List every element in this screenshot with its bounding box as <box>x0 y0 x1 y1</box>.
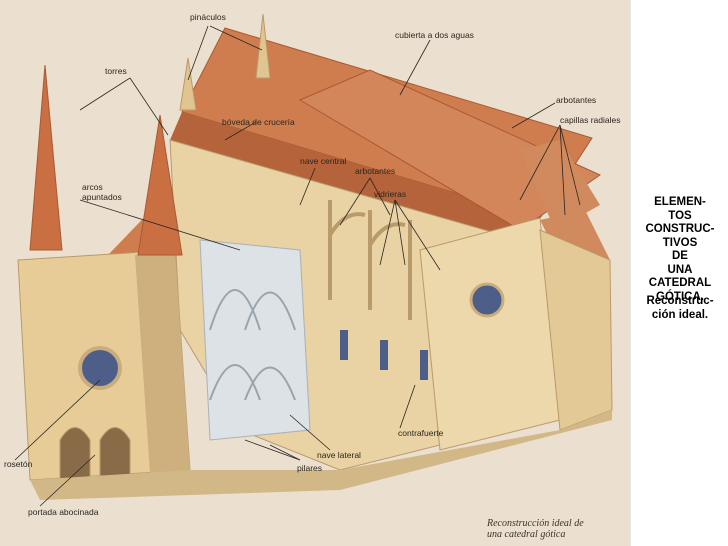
nave-window-3 <box>420 350 428 380</box>
nave-window-2 <box>380 340 388 370</box>
nave-window-1 <box>340 330 348 360</box>
label-portada: portada abocinada <box>28 507 99 517</box>
pinnacle-2 <box>179 57 197 111</box>
label-arbotantes-center: arbotantes <box>355 166 396 176</box>
label-pinaculos: pináculos <box>190 12 226 22</box>
label-arbotantes-right: arbotantes <box>556 95 597 105</box>
label-nave-lateral: nave lateral <box>317 450 361 460</box>
side-panel: ELEMEN- TOS CONSTRUC- TIVOS DE UNA CATED… <box>630 0 728 546</box>
label-contrafuerte: contrafuerte <box>398 428 444 438</box>
cathedral-illustration: pináculos cubierta a dos aguas torres ar… <box>0 0 630 546</box>
label-pilares: pilares <box>297 463 323 473</box>
main-roof-shadow <box>170 112 540 240</box>
label-cubierta: cubierta a dos aguas <box>395 30 474 40</box>
cathedral-drawing <box>14 13 613 507</box>
left-spire <box>29 64 63 251</box>
label-arcos-1: arcos <box>82 182 103 192</box>
caption-line-1: Reconstrucción ideal de <box>487 518 584 529</box>
west-facade-shadow <box>135 250 190 474</box>
pinnacle-1 <box>255 13 271 79</box>
label-roseton: rosetón <box>4 459 33 469</box>
side-subtitle: Reconstruc- ción ideal. <box>631 295 728 322</box>
vault-arches <box>209 289 296 401</box>
flying-buttresses <box>328 200 412 320</box>
label-boveda: bóveda de crucería <box>222 117 295 127</box>
transept-rose-window <box>469 282 505 318</box>
label-capillas: capillas radiales <box>560 115 621 125</box>
base-wall <box>30 410 612 500</box>
transept-facade <box>419 217 561 451</box>
leader-lines <box>14 25 581 507</box>
interior-cutaway <box>199 239 311 441</box>
label-nave-central: nave central <box>300 156 347 166</box>
side-title: ELEMEN- TOS CONSTRUC- TIVOS DE UNA CATED… <box>645 196 715 303</box>
west-portals <box>59 427 131 481</box>
label-vidrieras: vidrieras <box>374 189 407 199</box>
west-rose-window <box>78 346 122 390</box>
side-subtitle-line-2: ción ideal. <box>651 308 709 321</box>
caption-line-2: una catedral gótica <box>487 529 566 540</box>
label-torres: torres <box>105 66 127 76</box>
right-spire <box>137 114 183 256</box>
label-arcos-2: apuntados <box>82 192 122 202</box>
side-subtitle-line-1: Reconstruc- <box>646 295 714 307</box>
